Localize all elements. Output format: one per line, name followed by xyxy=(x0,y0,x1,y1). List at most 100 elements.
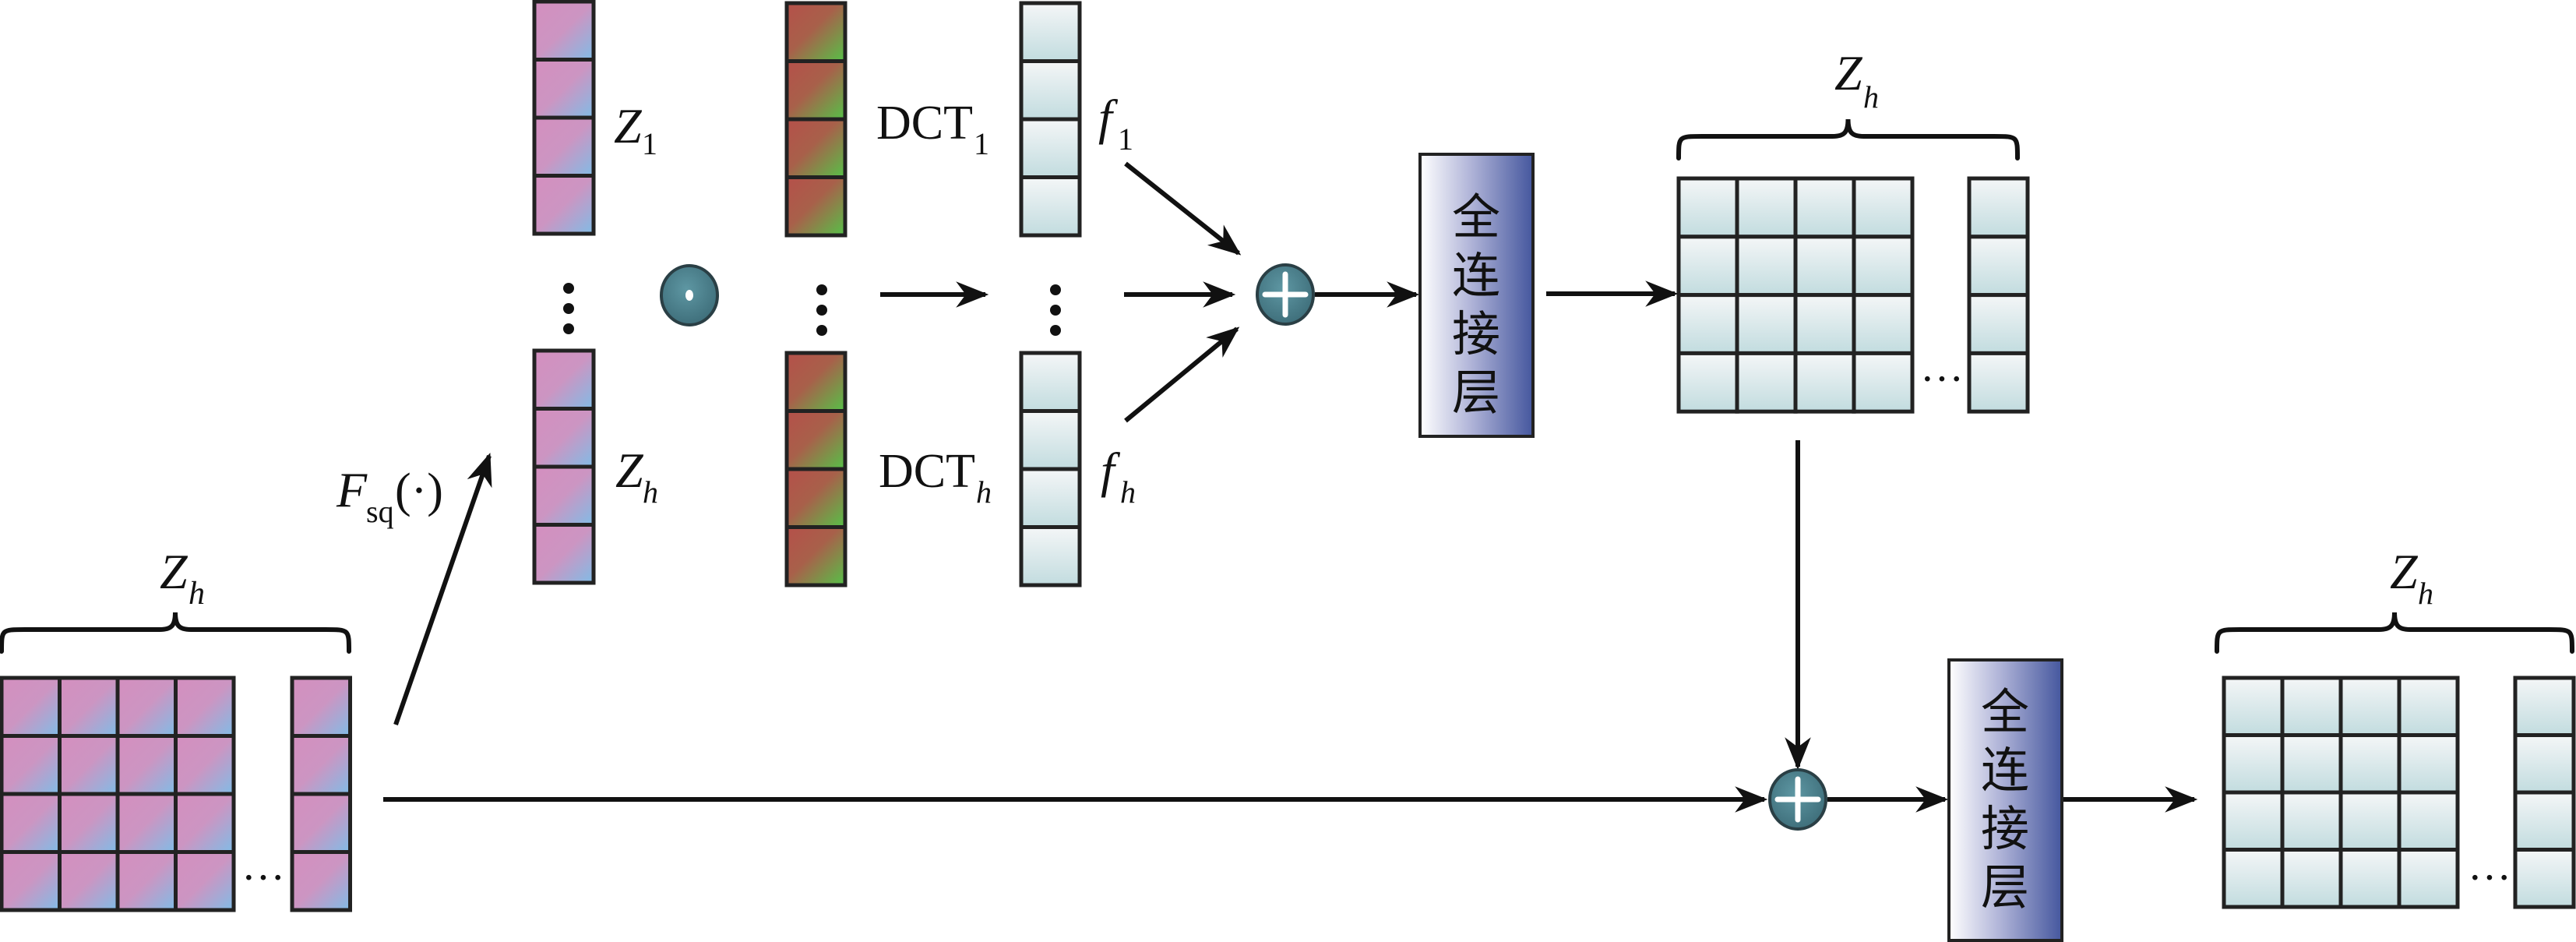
z1-column-cell xyxy=(532,174,596,236)
fc-layer-2-char: 连 xyxy=(1981,742,2029,799)
input-matrix-cell xyxy=(174,792,236,854)
output-matrix xyxy=(2222,676,2576,909)
z1-column-cell xyxy=(532,115,596,178)
input-matrix-brace xyxy=(0,612,351,654)
f1-column-cell xyxy=(1019,117,1082,179)
mid-matrix xyxy=(1676,176,2030,414)
input-matrix-cell xyxy=(0,850,62,912)
fc-layer-1-char: 层 xyxy=(1452,364,1500,421)
mid-matrix-cell xyxy=(1676,235,1739,298)
input-matrix-cell xyxy=(58,734,120,796)
squeeze-arrow xyxy=(393,453,492,725)
mid-matrix-cell xyxy=(1967,351,2030,414)
output-matrix-cell xyxy=(2222,733,2285,795)
mid-matrix-cell xyxy=(1735,293,1798,355)
mid-matrix-brace xyxy=(1676,118,2020,161)
dot xyxy=(816,305,827,316)
fh-column-cell xyxy=(1019,525,1082,587)
output-matrix-cell xyxy=(2338,733,2402,795)
output-matrix-cell xyxy=(2222,790,2285,852)
mid-matrix-cell xyxy=(1793,176,1856,239)
input-matrix-cell xyxy=(115,676,178,738)
output-matrix-cell xyxy=(2397,848,2460,909)
output-matrix-cell xyxy=(2280,848,2343,909)
input-matrix-cell xyxy=(0,734,62,796)
output-matrix-cell xyxy=(2397,733,2460,795)
mid-matrix-cell xyxy=(1676,176,1739,239)
sum-operator-2 xyxy=(1768,768,1827,831)
fh-column-cell xyxy=(1019,409,1082,471)
elementwise-product-icon xyxy=(660,264,719,326)
svg-text:h: h xyxy=(1120,475,1136,510)
mid-matrix-cell xyxy=(1852,235,1915,298)
fh-column-cell xyxy=(1019,467,1082,529)
connector-layer xyxy=(0,118,2574,813)
output-matrix-cell xyxy=(2397,790,2460,852)
input-matrix-cell xyxy=(174,734,236,796)
f1-column xyxy=(1019,1,1082,238)
svg-text:1: 1 xyxy=(974,126,989,161)
dct1-column-cell xyxy=(784,1,848,63)
f1-to-sum-arrow xyxy=(1124,161,1242,256)
dct1-column-cell xyxy=(784,59,848,122)
svg-text:DCT: DCT xyxy=(879,445,975,498)
svg-text:Z: Z xyxy=(160,544,189,599)
f1-column-cell xyxy=(1019,1,1082,63)
output-matrix-cell xyxy=(2222,676,2285,737)
input-matrix-cell xyxy=(174,676,236,738)
dcth-column-cell xyxy=(784,409,848,471)
z1-column xyxy=(532,0,596,236)
output-matrix-cell xyxy=(2222,848,2285,909)
svg-text:h: h xyxy=(976,475,992,510)
mid-matrix-cell xyxy=(1967,293,2030,355)
dot xyxy=(1050,325,1061,336)
input-matrix-cell xyxy=(115,850,178,912)
fc-layer-1-char: 接 xyxy=(1452,305,1500,362)
dct1-column xyxy=(784,1,848,238)
mid-matrix-cell xyxy=(1735,235,1798,298)
input-matrix-cell xyxy=(290,792,352,854)
input-matrix-cell xyxy=(58,676,120,738)
dot xyxy=(563,283,574,294)
mid-matrix-cell xyxy=(1852,351,1915,414)
svg-text:Z: Z xyxy=(614,98,643,153)
f1-column-cell xyxy=(1019,59,1082,122)
fc-layer-2: 全 连 接 层 xyxy=(1947,658,2063,942)
dct-column-ellipsis xyxy=(816,284,827,336)
mid-matrix-cell xyxy=(1967,176,2030,239)
output-matrix-cell xyxy=(2280,733,2343,795)
zh-column-cell xyxy=(532,464,596,527)
output-matrix-cell xyxy=(2513,733,2576,795)
z1-column-cell xyxy=(532,0,596,62)
svg-text:h: h xyxy=(1863,79,1879,115)
zh-column-cell xyxy=(532,523,596,585)
fc-layer-1-char: 全 xyxy=(1452,189,1500,245)
mid-matrix-cell xyxy=(1793,235,1856,298)
input-matrix-cell xyxy=(290,734,352,796)
svg-text:Z: Z xyxy=(2390,544,2419,599)
svg-text:1: 1 xyxy=(642,126,657,161)
zh-column-cell xyxy=(532,407,596,469)
svg-text:1: 1 xyxy=(1118,122,1133,157)
f-column-ellipsis xyxy=(1050,284,1061,336)
fh-column xyxy=(1019,351,1082,587)
output-matrix-cell xyxy=(2280,790,2343,852)
input-matrix-cell xyxy=(58,850,120,912)
mid-matrix-cell xyxy=(1676,293,1739,355)
dct1-label: DCT 1 xyxy=(876,97,989,161)
dot xyxy=(816,325,827,336)
mid-matrix-cell xyxy=(1852,293,1915,355)
dct1-column-cell xyxy=(784,175,848,238)
svg-text:Z: Z xyxy=(1834,45,1863,101)
input-matrix-ellipsis: ··· xyxy=(241,854,285,902)
zh-column-cell xyxy=(532,348,596,411)
sum-operator-1 xyxy=(1256,263,1315,326)
fc-layer-2-char: 全 xyxy=(1981,683,2029,740)
dcth-column-cell xyxy=(784,351,848,413)
svg-text:f: f xyxy=(1101,443,1121,498)
output-matrix-ellipsis: ··· xyxy=(2468,854,2511,902)
zh-label: Z h xyxy=(615,443,658,510)
dot xyxy=(563,323,574,334)
dot xyxy=(563,303,574,314)
